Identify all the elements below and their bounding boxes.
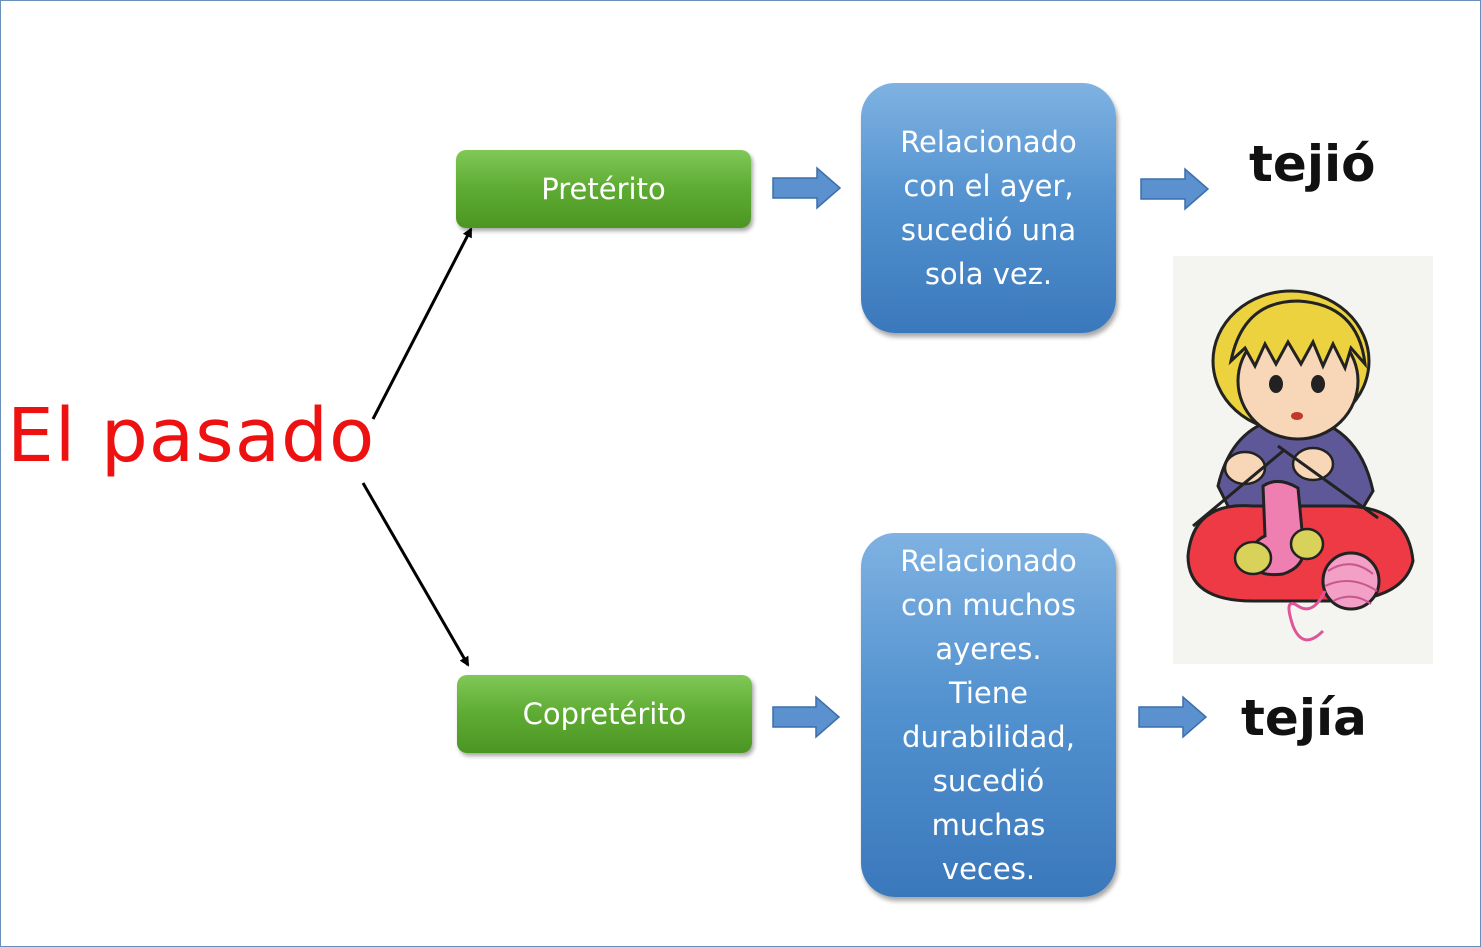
description-box-preterito: Relacionado con el ayer, sucedió una sol… [861, 83, 1116, 333]
description-text-preterito: Relacionado con el ayer, sucedió una sol… [900, 125, 1077, 291]
block-arrow-description-to-tejio [1140, 167, 1210, 211]
tense-label-copreterito: Copretérito [522, 697, 687, 731]
tense-box-preterito: Pretérito [456, 150, 751, 228]
connector-to-preterito [371, 227, 473, 420]
connector-to-copreterito [361, 482, 470, 667]
block-arrow-description-to-tejia [1138, 695, 1208, 739]
description-text-copreterito: Relacionado con muchos ayeres. Tiene dur… [900, 544, 1077, 886]
example-verb-tejio: tejió [1249, 135, 1376, 193]
tense-label-preterito: Pretérito [541, 172, 666, 206]
block-arrow-preterito-to-description [772, 166, 842, 210]
girl-knitting-icon [1173, 256, 1433, 664]
main-title: El pasado [7, 393, 376, 479]
example-verb-tejia: tejía [1241, 689, 1367, 747]
block-arrow-copreterito-to-description [772, 695, 841, 739]
tense-box-copreterito: Copretérito [457, 675, 752, 753]
description-box-copreterito: Relacionado con muchos ayeres. Tiene dur… [861, 533, 1116, 897]
